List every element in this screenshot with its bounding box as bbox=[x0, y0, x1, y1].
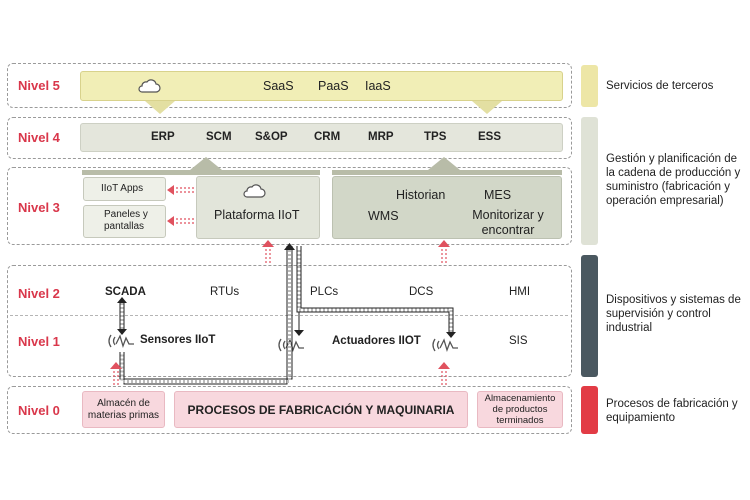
iiot-apps-box bbox=[83, 177, 166, 201]
legend-swatch-management bbox=[581, 117, 598, 245]
mes-box bbox=[332, 176, 562, 239]
scm-label: SCM bbox=[206, 131, 232, 143]
sensor-wave-icon bbox=[108, 334, 134, 349]
level4-panel bbox=[7, 117, 572, 159]
level3-label: Nivel 3 bbox=[18, 200, 60, 215]
monitor-label: Monitorizar y encontrar bbox=[472, 208, 544, 237]
legend-swatch-control bbox=[581, 255, 598, 377]
saas-label: SaaS bbox=[263, 79, 294, 93]
iaas-label: IaaS bbox=[365, 79, 391, 93]
panels-box bbox=[83, 205, 166, 238]
legend-swatch-third-party bbox=[581, 65, 598, 107]
level1-label: Nivel 1 bbox=[18, 334, 60, 349]
legend-label-processes: Procesos de fabricación y equipamiento bbox=[606, 398, 738, 424]
iiot-platform-label: Plataforma IIoT bbox=[214, 208, 300, 222]
process-box bbox=[174, 391, 468, 428]
tps-label: TPS bbox=[424, 131, 447, 143]
legend-swatch-processes bbox=[581, 386, 598, 434]
sensor-wave-icon bbox=[278, 338, 304, 353]
level2-label: Nivel 2 bbox=[18, 286, 60, 301]
historian-label: Historian bbox=[396, 188, 446, 202]
paas-label: PaaS bbox=[318, 79, 349, 93]
mes-label: MES bbox=[484, 188, 512, 202]
enterprise-bar bbox=[80, 123, 563, 152]
finished-goods-box bbox=[477, 391, 563, 428]
saas-bar bbox=[80, 71, 563, 101]
legend-label-management: Gestión y planificación de la cadena de … bbox=[606, 153, 741, 207]
erp-label: ERP bbox=[151, 131, 175, 143]
crm-label: CRM bbox=[314, 131, 341, 143]
mrp-label: MRP bbox=[368, 131, 394, 143]
level0-panel bbox=[7, 386, 572, 434]
panels-label: Paneles y pantallas bbox=[104, 209, 148, 232]
finished-goods-label: Almacenamiento de productos terminados bbox=[484, 393, 556, 426]
scada-label: SCADA bbox=[105, 286, 146, 298]
raw-materials-box bbox=[82, 391, 165, 428]
sis-label: SIS bbox=[509, 335, 528, 347]
legend-label-control: Dispositivos y sistemas de supervisión y… bbox=[606, 294, 741, 334]
level4-label: Nivel 4 bbox=[18, 130, 60, 145]
level0-label: Nivel 0 bbox=[18, 403, 60, 418]
level2-1-panel bbox=[7, 265, 572, 377]
level5-label: Nivel 5 bbox=[18, 78, 60, 93]
sensors-label: Sensores IIoT bbox=[140, 334, 216, 346]
process-label: PROCESOS DE FABRICACIÓN Y MAQUINARIA bbox=[187, 403, 455, 417]
wms-label: WMS bbox=[368, 209, 399, 223]
rtus-label: RTUs bbox=[210, 286, 240, 298]
cloud-icon bbox=[138, 79, 161, 93]
plcs-label: PLCs bbox=[310, 286, 339, 298]
level5-panel bbox=[7, 63, 572, 108]
ess-label: ESS bbox=[478, 131, 502, 143]
sop-label: S&OP bbox=[255, 131, 288, 143]
legend-label-third-party: Servicios de terceros bbox=[606, 80, 714, 92]
cloud-icon bbox=[243, 184, 266, 198]
actuators-label: Actuadores IIOT bbox=[332, 335, 421, 347]
raw-materials-label: Almacén de materias primas bbox=[87, 398, 160, 421]
dcs-label: DCS bbox=[409, 286, 434, 298]
sensor-wave-icon bbox=[432, 338, 458, 353]
hmi-label: HMI bbox=[509, 286, 531, 298]
iiot-apps-label: IIoT Apps bbox=[101, 183, 144, 194]
